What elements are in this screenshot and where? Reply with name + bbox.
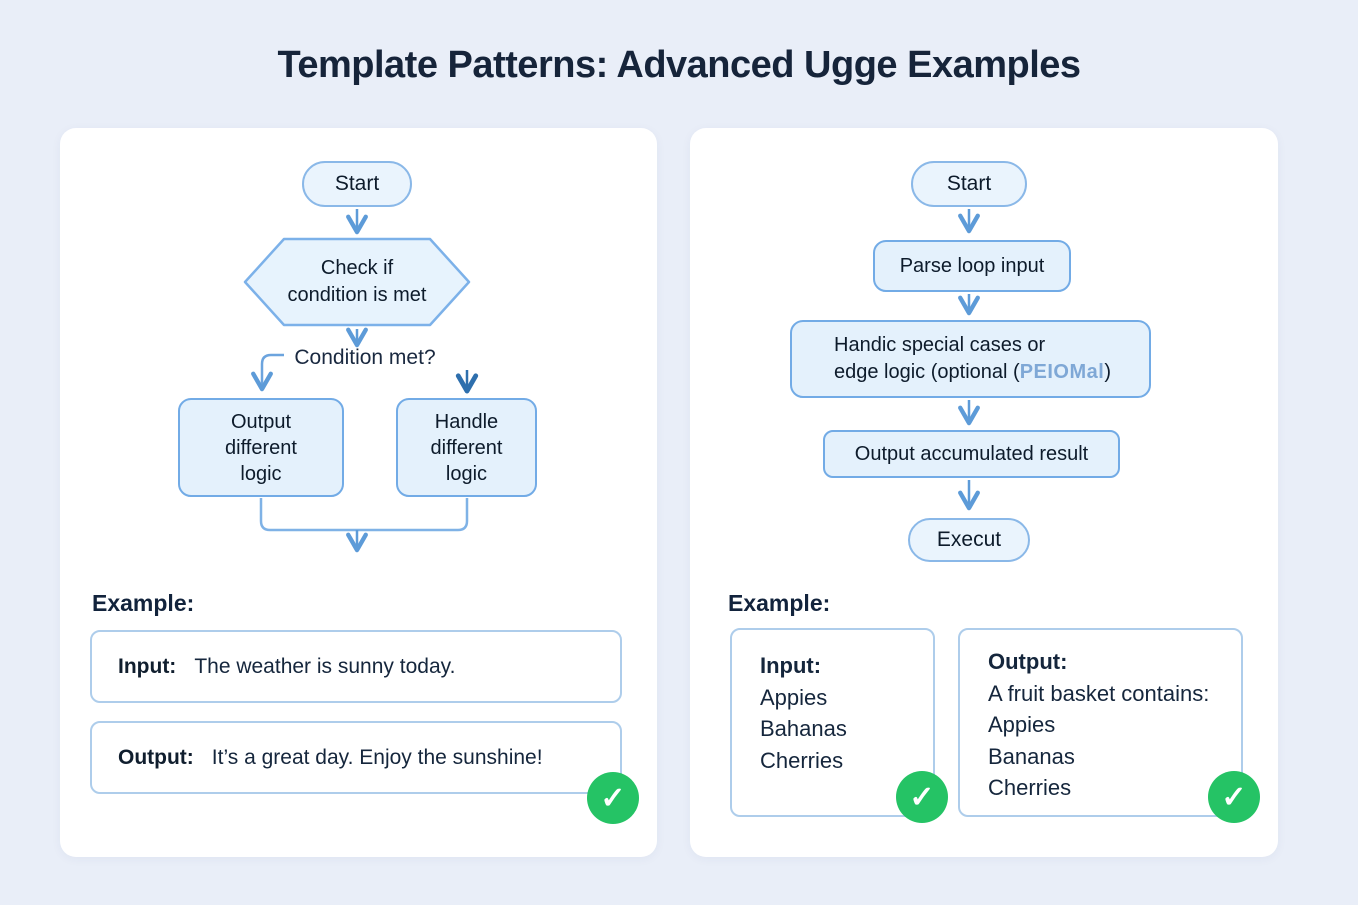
input-label: Input: — [760, 653, 822, 678]
page-title: Template Patterns: Advanced Ugge Example… — [277, 44, 1081, 86]
success-check-icon: ✓ — [896, 771, 948, 823]
flow-node-branch-right: Handle different logic — [396, 398, 537, 497]
flow-node-start: Start — [302, 161, 412, 207]
flow-node-special-cases: Handic special cases or edge logic (opti… — [790, 320, 1151, 398]
output-line: Bananas — [988, 743, 1075, 769]
output-label: Output: — [988, 649, 1068, 674]
example-output-row: Output: It’s a great day. Enjoy the suns… — [92, 723, 620, 792]
flow-node-output-result: Output accumulated result — [823, 430, 1120, 478]
condition-question-label: Condition met? — [294, 346, 436, 369]
example-heading: Example: — [92, 590, 195, 616]
input-line: Bahanas — [760, 716, 847, 741]
example-input-row: Input: The weather is sunny today. — [92, 632, 620, 701]
example-output-lines: Output: A fruit basket contains: Appies … — [960, 630, 1241, 804]
garbled-blue-text: PEIOMal — [1019, 361, 1105, 383]
line2-prefix: edge logic (optional ( — [834, 361, 1020, 383]
flow-node-decision: Check if condition is met — [243, 237, 471, 327]
flow-node-start-label: Start — [946, 172, 992, 195]
hexagon-shape — [243, 237, 471, 327]
flow-node-parse-input: Parse loop input — [873, 240, 1071, 292]
input-line: Cherries — [760, 747, 844, 773]
success-check-icon: ✓ — [1208, 771, 1260, 823]
input-label: Input: — [118, 654, 177, 678]
example-output-box: Output: It’s a great day. Enjoy the suns… — [90, 721, 622, 794]
input-text: The weather is sunny today. — [194, 654, 456, 678]
check-glyph: ✓ — [909, 780, 935, 814]
flow-node-decision-label: Check if condition is met — [287, 257, 427, 306]
output-line: Cherries — [988, 775, 1072, 800]
flow-node-end-label: Execut — [936, 528, 1002, 551]
example-input-box: Input: The weather is sunny today. — [90, 630, 622, 703]
left-panel: Start Check if condition is met Conditio… — [60, 128, 657, 857]
right-panel: Start Parse loop input Handic special ca… — [690, 128, 1278, 857]
output-label: Output: — [118, 745, 194, 769]
special-cases-line1: Handic special cases or — [834, 334, 1046, 356]
line2-suffix: ) — [1104, 361, 1111, 383]
special-cases-line2: edge logic (optional (PEIOMal) — [834, 359, 1149, 386]
flow-node-start: Start — [911, 161, 1027, 207]
output-text: It’s a great day. Enjoy the sunshine! — [211, 745, 543, 769]
check-glyph: ✓ — [1221, 780, 1247, 814]
success-check-icon: ✓ — [587, 772, 639, 824]
output-line: A fruit basket contains: — [988, 680, 1210, 706]
example-output-box: Output: A fruit basket contains: Appies … — [958, 628, 1243, 817]
flow-node-branch-left: Output different logic — [178, 398, 344, 497]
flow-node-end: Execut — [908, 518, 1030, 562]
output-line: Appies — [988, 712, 1056, 737]
flow-node-start-label: Start — [334, 172, 380, 195]
input-line: Appies — [760, 684, 828, 710]
example-heading: Example: — [728, 590, 831, 616]
check-glyph: ✓ — [600, 781, 626, 815]
example-input-lines: Input: Appies Bahanas Cherries — [732, 630, 933, 776]
